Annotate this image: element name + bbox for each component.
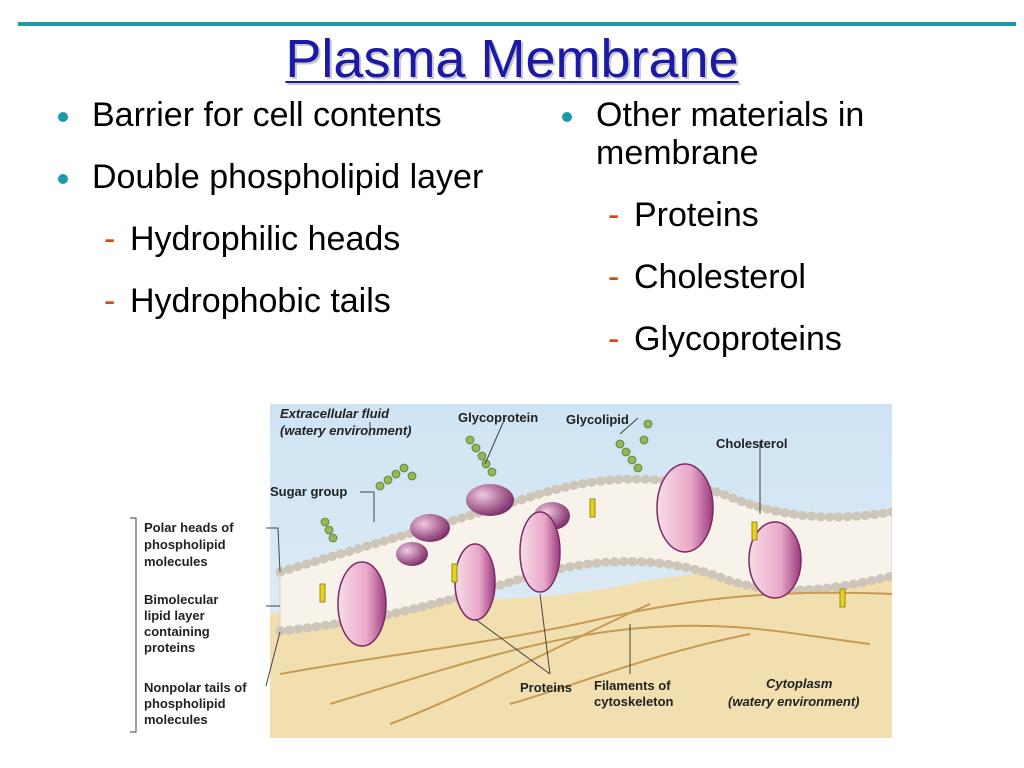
bullet-item: Barrier for cell contents xyxy=(52,96,522,134)
bullet-text: Barrier for cell contents xyxy=(92,96,442,134)
sugar-chains xyxy=(320,419,653,543)
polar-heads-label: Polar heads of xyxy=(144,520,234,535)
cytoplasm-label-2: (watery environment) xyxy=(728,694,859,709)
slide-title: Plasma Membrane xyxy=(285,29,739,89)
sub-item-text: Hydrophobic tails xyxy=(130,282,391,320)
membrane-diagram: Extracellular fluid (watery environment)… xyxy=(130,404,892,738)
sub-item-text: Cholesterol xyxy=(634,258,806,296)
extracellular-label: Extracellular fluid xyxy=(280,406,390,421)
bullet-item: Double phospholipid layer xyxy=(52,158,522,196)
bullet-item: Other materials in membrane xyxy=(556,96,976,172)
dash-marker: - xyxy=(104,282,116,320)
top-accent-rule xyxy=(18,22,1016,26)
bimolecular-label-3: containing xyxy=(144,624,210,639)
dash-marker: - xyxy=(104,220,116,258)
cholesterol-label: Cholesterol xyxy=(716,436,788,451)
sugar-group-label: Sugar group xyxy=(270,484,347,499)
leader-lines xyxy=(130,417,761,733)
polar-heads-label-3: molecules xyxy=(144,554,208,569)
glycolipid-label: Glycolipid xyxy=(566,412,629,427)
bullet-dot-icon xyxy=(58,112,68,122)
dash-marker: - xyxy=(608,258,620,296)
nonpolar-tails-label-3: molecules xyxy=(144,712,208,727)
cytoplasm-label: Cytoplasm xyxy=(766,676,833,691)
left-column: Barrier for cell contents Double phospho… xyxy=(52,96,522,344)
sub-item: - Proteins xyxy=(556,196,976,234)
extracellular-label-2: (watery environment) xyxy=(280,423,411,438)
nonpolar-tails-label: Nonpolar tails of xyxy=(144,680,247,695)
proteins-label: Proteins xyxy=(520,680,572,695)
dash-marker: - xyxy=(608,196,620,234)
dash-marker: - xyxy=(608,320,620,358)
lipid-bilayer xyxy=(275,474,892,636)
bullet-text: Other materials in membrane xyxy=(596,96,865,172)
sub-item: - Hydrophobic tails xyxy=(52,282,522,320)
peripheral-proteins xyxy=(396,484,570,566)
bullet-dot-icon xyxy=(58,174,68,184)
sub-item: - Glycoproteins xyxy=(556,320,976,358)
sub-item-text: Glycoproteins xyxy=(634,320,842,358)
bimolecular-label-4: proteins xyxy=(144,640,195,655)
nonpolar-tails-label-2: phospholipid xyxy=(144,696,226,711)
glycoprotein-label: Glycoprotein xyxy=(458,410,538,425)
filaments-label: Filaments of xyxy=(594,678,671,693)
sub-item: - Hydrophilic heads xyxy=(52,220,522,258)
bullet-text: Double phospholipid layer xyxy=(92,158,484,196)
bullet-dot-icon xyxy=(562,112,572,122)
bimolecular-label: Bimolecular xyxy=(144,592,218,607)
sub-item-text: Proteins xyxy=(634,196,759,234)
sub-item-text: Hydrophilic heads xyxy=(130,220,401,258)
polar-heads-label-2: phospholipid xyxy=(144,537,226,552)
sub-item: - Cholesterol xyxy=(556,258,976,296)
bimolecular-label-2: lipid layer xyxy=(144,608,205,623)
integral-proteins xyxy=(337,463,802,647)
right-column: Other materials in membrane - Proteins -… xyxy=(556,96,976,382)
cholesterol-molecules xyxy=(319,498,846,608)
filaments-label-2: cytoskeleton xyxy=(594,694,674,709)
